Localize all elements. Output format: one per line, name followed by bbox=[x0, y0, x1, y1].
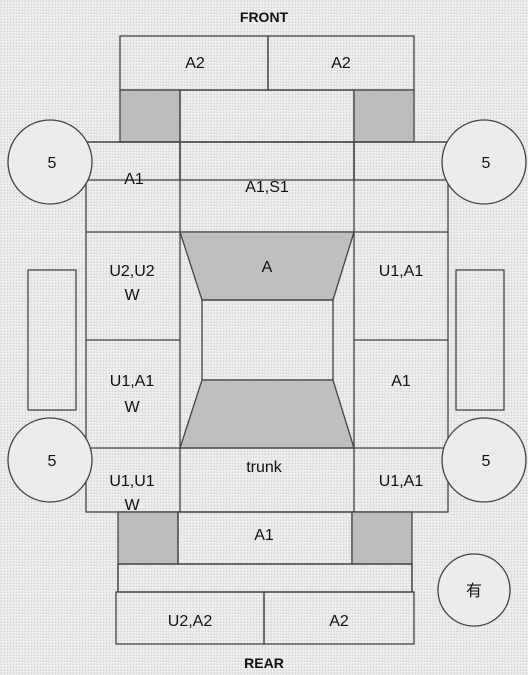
tire-front-right-label: 5 bbox=[482, 155, 491, 172]
rear-left-corner bbox=[117, 511, 179, 565]
tire-front-right bbox=[441, 119, 527, 205]
tire-rear-left bbox=[7, 417, 93, 503]
front-left-corner bbox=[119, 89, 181, 143]
rear-right-door-label: A1 bbox=[391, 373, 411, 390]
front-panel bbox=[179, 89, 355, 143]
rear-left-door-label-2: W bbox=[124, 399, 140, 416]
hood bbox=[179, 141, 355, 181]
trunk-label: trunk bbox=[246, 459, 283, 476]
front-left-fender-label: A1 bbox=[124, 171, 144, 188]
rear-left-door-label-1: U1,A1 bbox=[110, 373, 155, 390]
hood-label: A1,S1 bbox=[245, 179, 289, 196]
right-side-panel bbox=[455, 269, 505, 411]
rear-right-corner bbox=[351, 511, 413, 565]
tire-rear-right-label: 5 bbox=[482, 453, 491, 470]
rear-window bbox=[179, 379, 355, 449]
left-side-panel bbox=[27, 269, 77, 411]
rear-bumper-connector bbox=[117, 563, 413, 593]
front-left-door-label-2: W bbox=[124, 287, 140, 304]
front-left-door-label-1: U2,U2 bbox=[109, 263, 154, 280]
front-right-door-label: U1,A1 bbox=[379, 263, 424, 280]
tire-rear-right bbox=[441, 417, 527, 503]
roof bbox=[201, 299, 334, 381]
spare-marker-label: 有 bbox=[466, 582, 482, 600]
rear-panel-label: A1 bbox=[254, 527, 274, 544]
front-bumper-right-label: A2 bbox=[331, 55, 351, 72]
tire-front-left bbox=[7, 119, 93, 205]
tire-front-left-label: 5 bbox=[48, 155, 57, 172]
body-outline bbox=[85, 141, 449, 513]
rear-left-quarter-label-2: W bbox=[124, 497, 140, 514]
rear-bumper-right-label: A2 bbox=[329, 613, 349, 630]
rear-right-quarter-label: U1,A1 bbox=[379, 473, 424, 490]
front-bumper-left-label: A2 bbox=[185, 55, 205, 72]
front-label: FRONT bbox=[240, 9, 289, 25]
rear-label: REAR bbox=[244, 655, 284, 671]
rear-left-quarter-label-1: U1,U1 bbox=[109, 473, 154, 490]
front-right-fender bbox=[353, 141, 449, 181]
windshield-label: A bbox=[262, 259, 273, 276]
front-right-corner bbox=[353, 89, 415, 143]
tire-rear-left-label: 5 bbox=[48, 453, 57, 470]
rear-bumper-left-label: U2,A2 bbox=[168, 613, 213, 630]
spare-marker-circle bbox=[437, 553, 511, 627]
